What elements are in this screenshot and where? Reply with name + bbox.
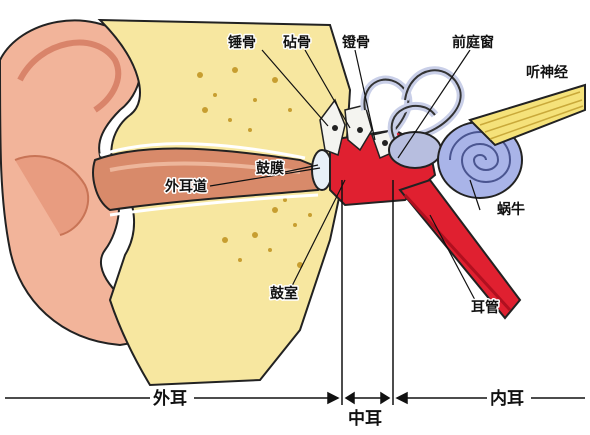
leader-lines [209,49,481,301]
vestibule-body [388,131,442,169]
label-ear-canal: 外耳道 [165,178,207,195]
label-auditory-nerve: 听神经 [526,64,568,81]
section-outer-ear: 外耳 [153,388,187,409]
label-incus: 砧骨 [283,34,311,51]
label-malleus: 锤骨 [228,34,256,51]
label-stapes: 镫骨 [342,34,370,51]
semicircular-canals [360,66,465,142]
label-eardrum: 鼓膜 [256,160,284,177]
label-cochlea: 蜗牛 [497,201,525,218]
auditory-nerve-shape [468,83,586,147]
auricle [0,19,152,347]
label-tympanic-cavity: 鼓室 [270,285,298,302]
ear-canal [92,142,322,217]
section-inner-ear: 内耳 [490,388,524,409]
section-dividers [341,180,394,405]
ossicles [319,98,399,160]
section-middle-ear: 中耳 [348,408,382,429]
label-vestibule: 前庭窗 [452,34,494,51]
label-eustachian-tube: 耳管 [471,299,499,316]
